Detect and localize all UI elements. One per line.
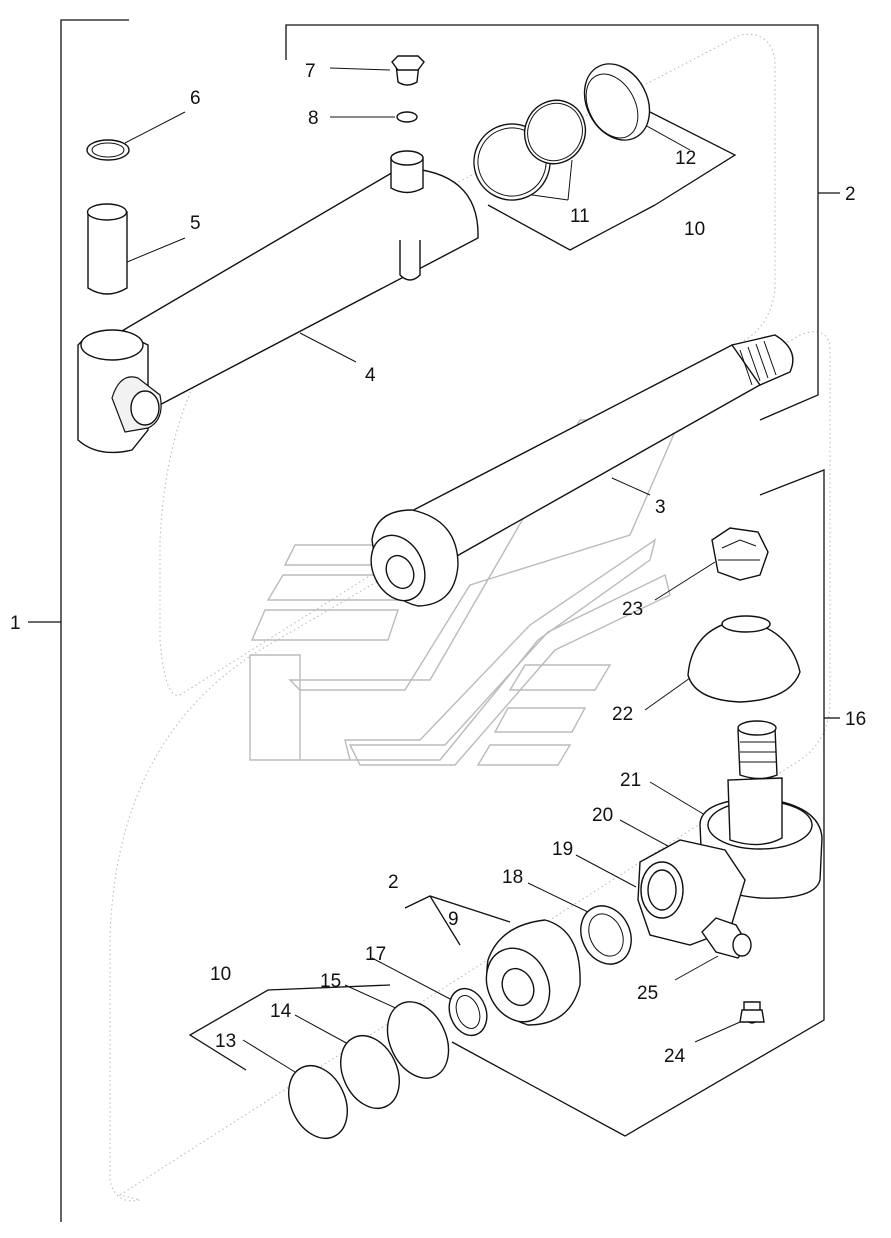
label-3: 3 [655, 497, 666, 518]
o-ring-13 [288, 1065, 348, 1139]
label-8: 8 [308, 108, 319, 129]
bracket-12 [649, 111, 737, 206]
label-7: 7 [305, 61, 316, 82]
watermark [109, 33, 831, 1202]
ring-11-inner [523, 99, 587, 165]
wear-ring-12 [583, 63, 651, 141]
bracket-16 [451, 469, 825, 1137]
label-20: 20 [592, 805, 613, 826]
snap-ring-15 [386, 1001, 450, 1079]
label-16: 16 [845, 709, 866, 730]
bracket-2-upper [285, 24, 819, 421]
label-4: 4 [365, 365, 376, 386]
wiper-17 [448, 987, 488, 1037]
label-10-lower: 10 [210, 964, 231, 985]
bushing-5 [86, 203, 128, 295]
label-9: 9 [448, 909, 459, 930]
leader-lines [124, 67, 741, 1073]
washer-8 [396, 111, 418, 123]
dust-boot-22 [687, 615, 801, 703]
label-23: 23 [622, 599, 643, 620]
label-24: 24 [664, 1046, 686, 1067]
bracket-lines [28, 19, 840, 1222]
label-22: 22 [612, 704, 633, 725]
label-21: 21 [620, 770, 641, 791]
label-5: 5 [190, 213, 201, 234]
label-25: 25 [637, 983, 658, 1004]
bracket-10-upper [487, 204, 656, 251]
rod-end-clamp-20 [637, 839, 746, 946]
chevron-logo [249, 419, 682, 766]
cylinder-barrel-4 [77, 150, 479, 454]
label-17: 17 [365, 944, 386, 965]
plug-7 [391, 55, 425, 86]
bolt-25 [701, 917, 752, 959]
label-10-upper: 10 [684, 219, 705, 240]
part-number-labels: 1 2 2 3 4 5 6 7 8 9 10 10 11 12 13 14 15… [10, 61, 866, 1067]
bracket-10-lower [188, 984, 391, 1071]
label-1: 1 [10, 613, 21, 634]
label-13: 13 [215, 1031, 236, 1052]
gland-9 [485, 919, 581, 1026]
label-2-upper: 2 [845, 184, 856, 205]
label-11: 11 [570, 206, 590, 227]
grease-fitting-24 [739, 1001, 765, 1024]
label-19: 19 [552, 839, 573, 860]
label-15: 15 [320, 971, 341, 992]
castle-nut-23 [711, 527, 769, 581]
label-14: 14 [270, 1001, 292, 1022]
label-2-lower: 2 [388, 872, 399, 893]
piston-rod-3 [370, 334, 794, 607]
seal-18 [580, 905, 632, 965]
label-18: 18 [502, 867, 523, 888]
o-ring-14 [340, 1035, 400, 1109]
label-6: 6 [190, 88, 201, 109]
label-12: 12 [675, 148, 696, 169]
bracket-1 [60, 19, 129, 1222]
